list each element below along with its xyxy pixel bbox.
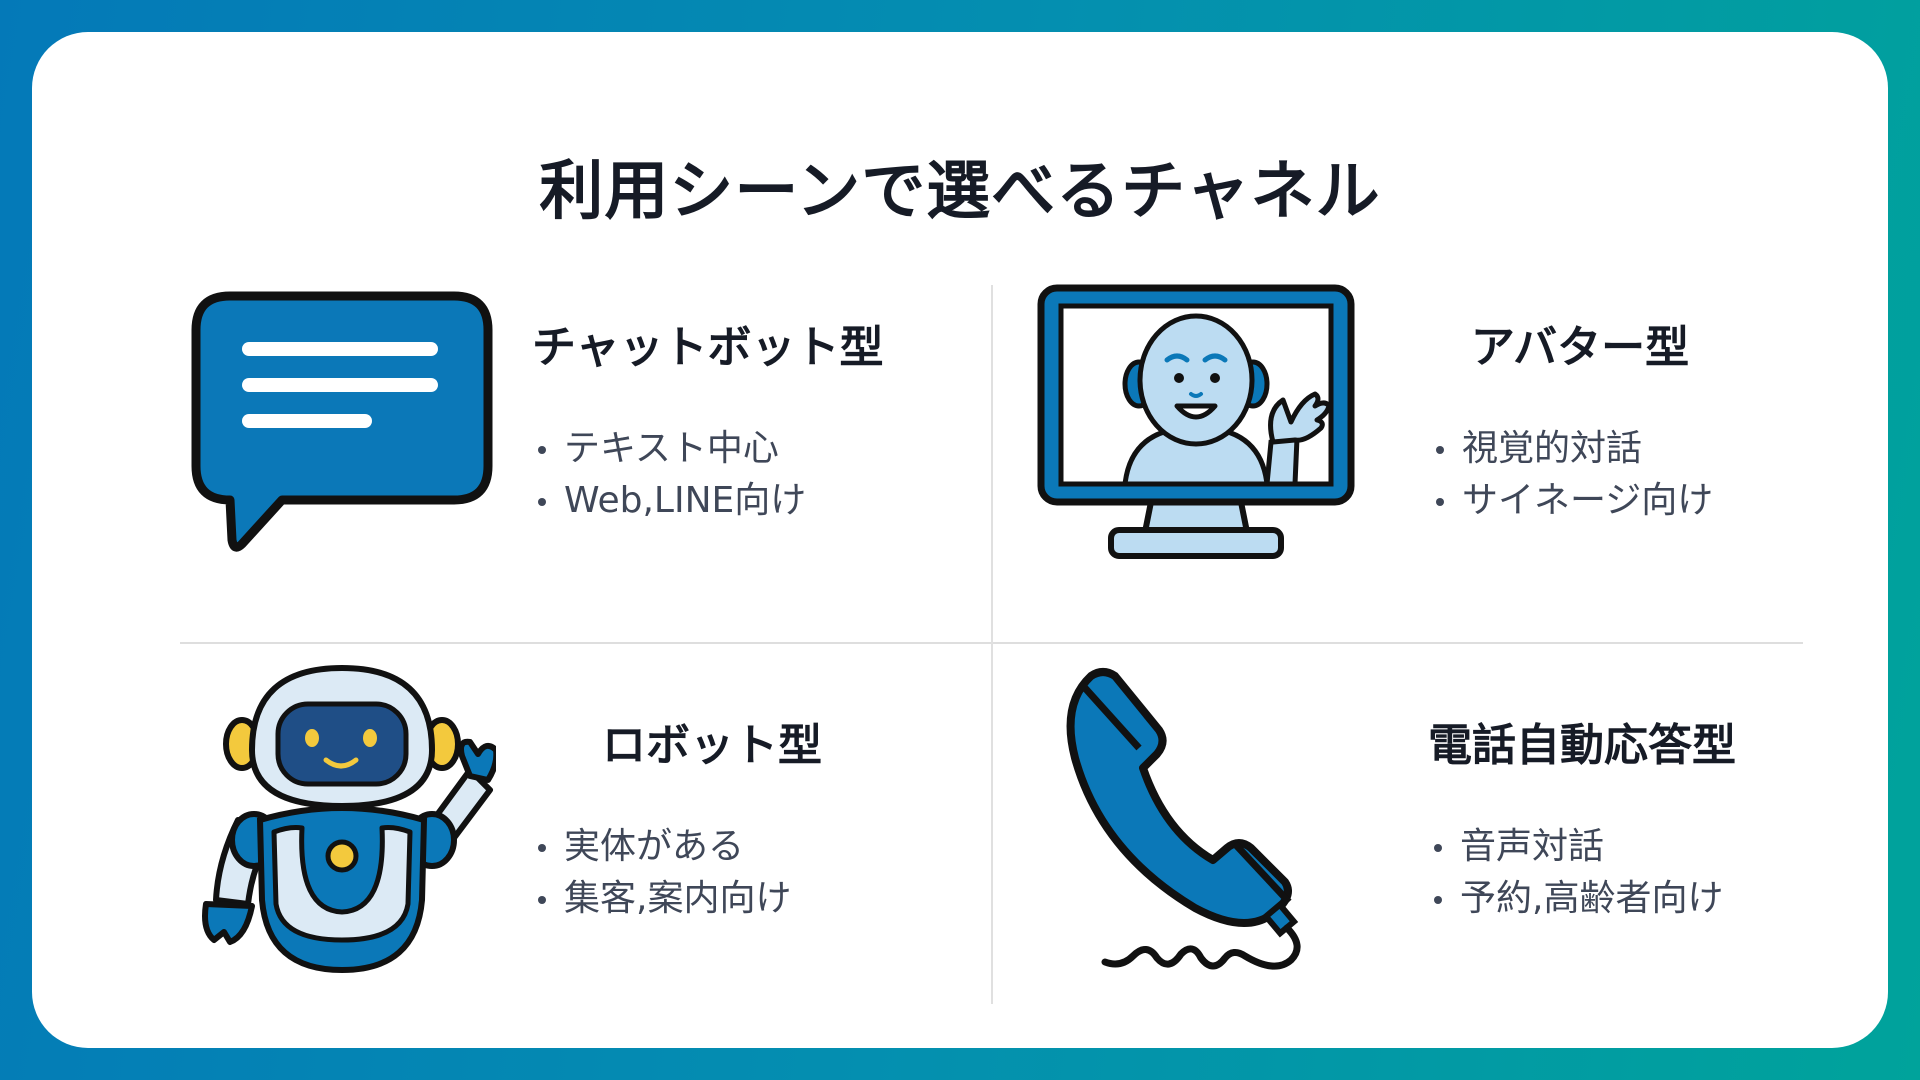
channel-heading: 電話自動応答型 (1428, 720, 1736, 771)
channel-points: テキスト中心 Web,LINE向け (532, 423, 884, 527)
channel-point: テキスト中心 (532, 423, 884, 475)
robot-icon (202, 664, 496, 974)
channel-points: 実体がある 集客,案内向け (532, 821, 822, 925)
channel-point: サイネージ向け (1430, 475, 1810, 527)
channel-heading: チャットボット型 (532, 322, 884, 373)
chat-bubble-icon (191, 291, 493, 552)
channel-point: 視覚的対話 (1430, 423, 1810, 475)
vertical-divider (991, 285, 993, 1004)
slide-card: 利用シーンで選べるチャネル チャットボット型 テキスト中心 Web,LINE向け (32, 32, 1888, 1048)
channel-point: 実体がある (532, 821, 822, 873)
channel-phone: 電話自動応答型 音声対話 予約,高齢者向け (1428, 720, 1736, 925)
channel-heading: ロボット型 (602, 720, 822, 771)
channel-point: 予約,高齢者向け (1428, 873, 1736, 925)
channel-points: 視覚的対話 サイネージ向け (1430, 423, 1810, 527)
channel-point: Web,LINE向け (532, 475, 884, 527)
channel-points: 音声対話 予約,高齢者向け (1428, 821, 1736, 925)
telephone-icon (1066, 668, 1301, 970)
channel-point: 音声対話 (1428, 821, 1736, 873)
channel-heading: アバター型 (1470, 322, 1690, 373)
channel-avatar: アバター型 視覚的対話 サイネージ向け (1430, 322, 1810, 527)
channel-chatbot: チャットボット型 テキスト中心 Web,LINE向け (532, 322, 884, 527)
channel-robot: ロボット型 実体がある 集客,案内向け (532, 720, 822, 925)
slide-title: 利用シーンで選べるチャネル (539, 155, 1381, 229)
channel-point: 集客,案内向け (532, 873, 822, 925)
avatar-monitor-icon (1037, 284, 1355, 559)
